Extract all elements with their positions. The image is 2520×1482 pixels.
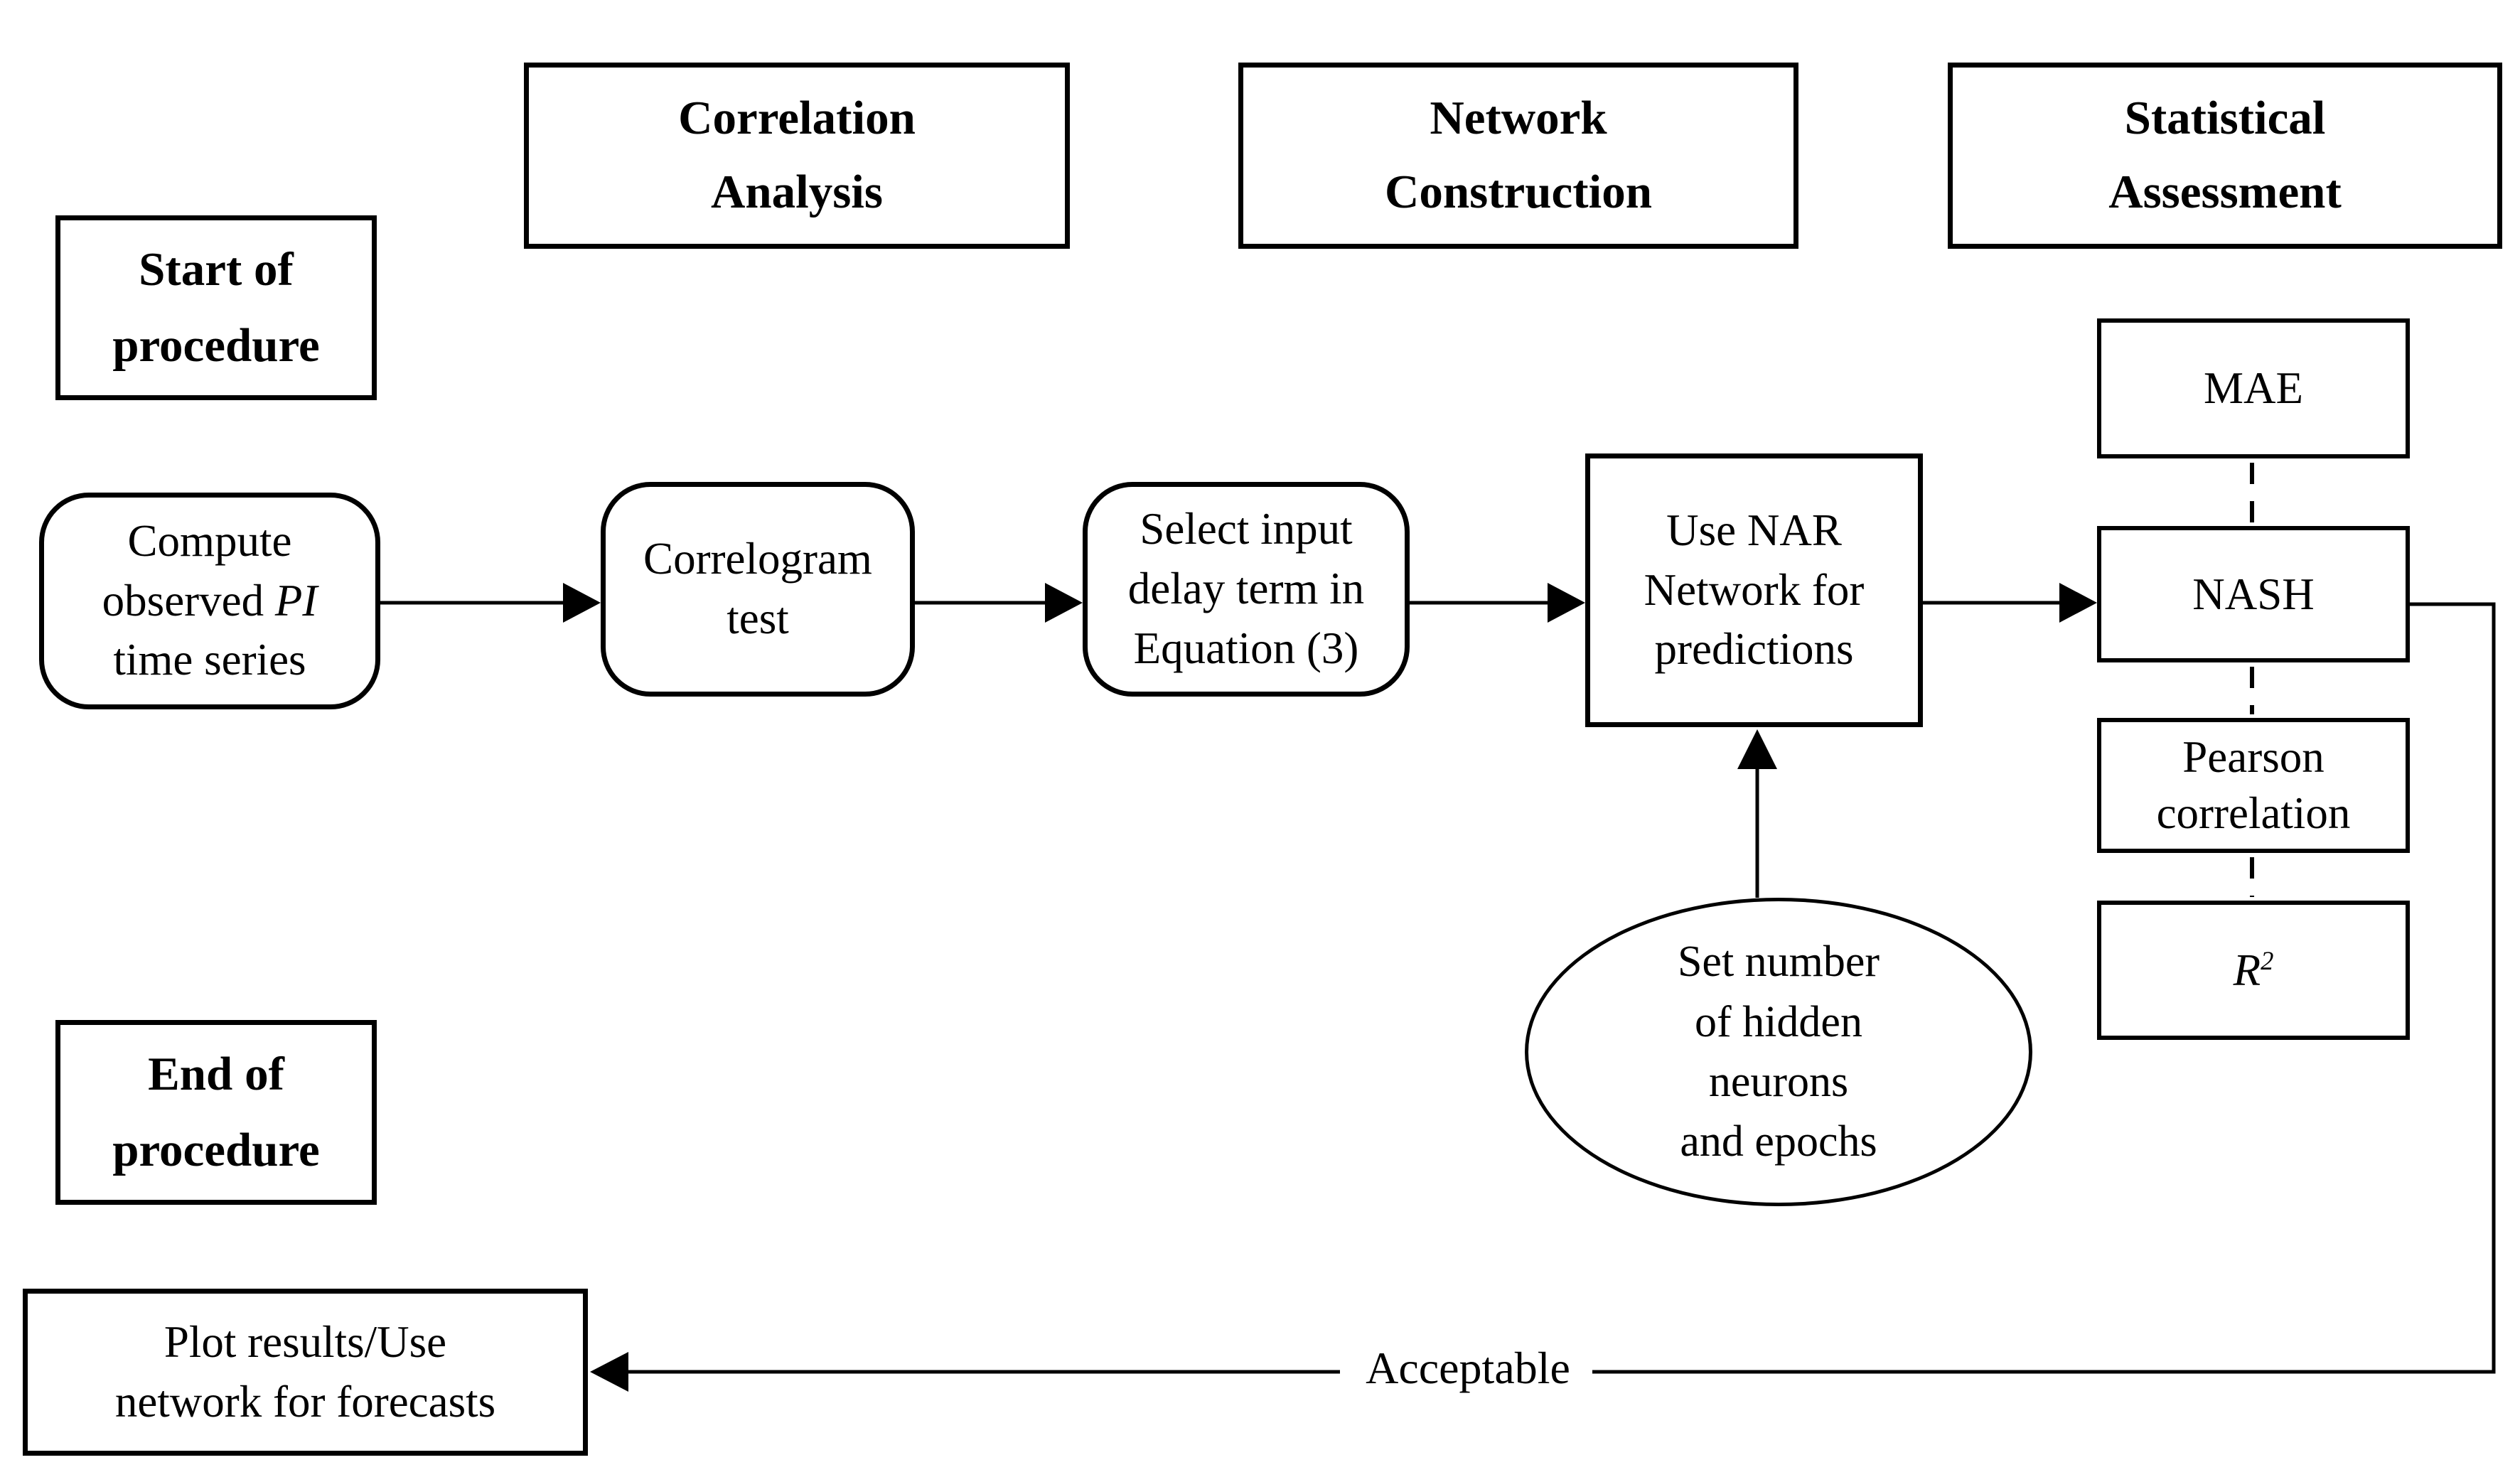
node-pearson-correlation: Pearson correlation (2097, 718, 2410, 853)
node-r-squared: R2 (2097, 901, 2410, 1040)
arrow-select-to-nar (1410, 583, 1585, 623)
compute-line3: time series (113, 635, 306, 685)
node-correlogram-test: Correlogram test (601, 482, 915, 697)
arrow-correlogram-to-select (915, 583, 1083, 623)
r-squared-sup: 2 (2261, 945, 2274, 975)
node-end-of-procedure: End of procedure (55, 1020, 377, 1205)
header-statistical-assessment: Statistical Assessment (1948, 63, 2502, 249)
line-nash-return-path (590, 602, 2496, 1392)
node-mae: MAE (2097, 318, 2410, 458)
node-select-input-delay: Select input delay term in Equation (3) (1083, 482, 1410, 697)
r-squared-text: R2 (2234, 943, 2274, 999)
arrow-compute-to-correlogram (380, 583, 601, 623)
label-acceptable: Acceptable (1366, 1343, 1570, 1393)
header-correlation-analysis: Correlation Analysis (524, 63, 1070, 249)
compute-line2-prefix: observed (102, 575, 275, 625)
compute-line1: Compute (127, 515, 292, 566)
compute-text: Compute observed PI time series (102, 512, 318, 690)
node-compute-observed-pi: Compute observed PI time series (39, 493, 380, 709)
node-set-hidden-neurons: Set number of hidden neurons and epochs (1525, 898, 2032, 1206)
node-start-of-procedure: Start of procedure (55, 215, 377, 400)
node-nash: NASH (2097, 526, 2410, 662)
arrow-ellipse-to-nar (1737, 729, 1777, 898)
compute-line2-italic: PI (274, 575, 318, 625)
node-use-nar-network: Use NAR Network for predictions (1585, 453, 1923, 727)
arrow-nar-to-nash (1923, 583, 2097, 623)
r-squared-base: R (2233, 945, 2261, 995)
node-plot-results: Plot results/Use network for forecasts (23, 1289, 588, 1456)
header-network-construction: Network Construction (1238, 63, 1798, 249)
